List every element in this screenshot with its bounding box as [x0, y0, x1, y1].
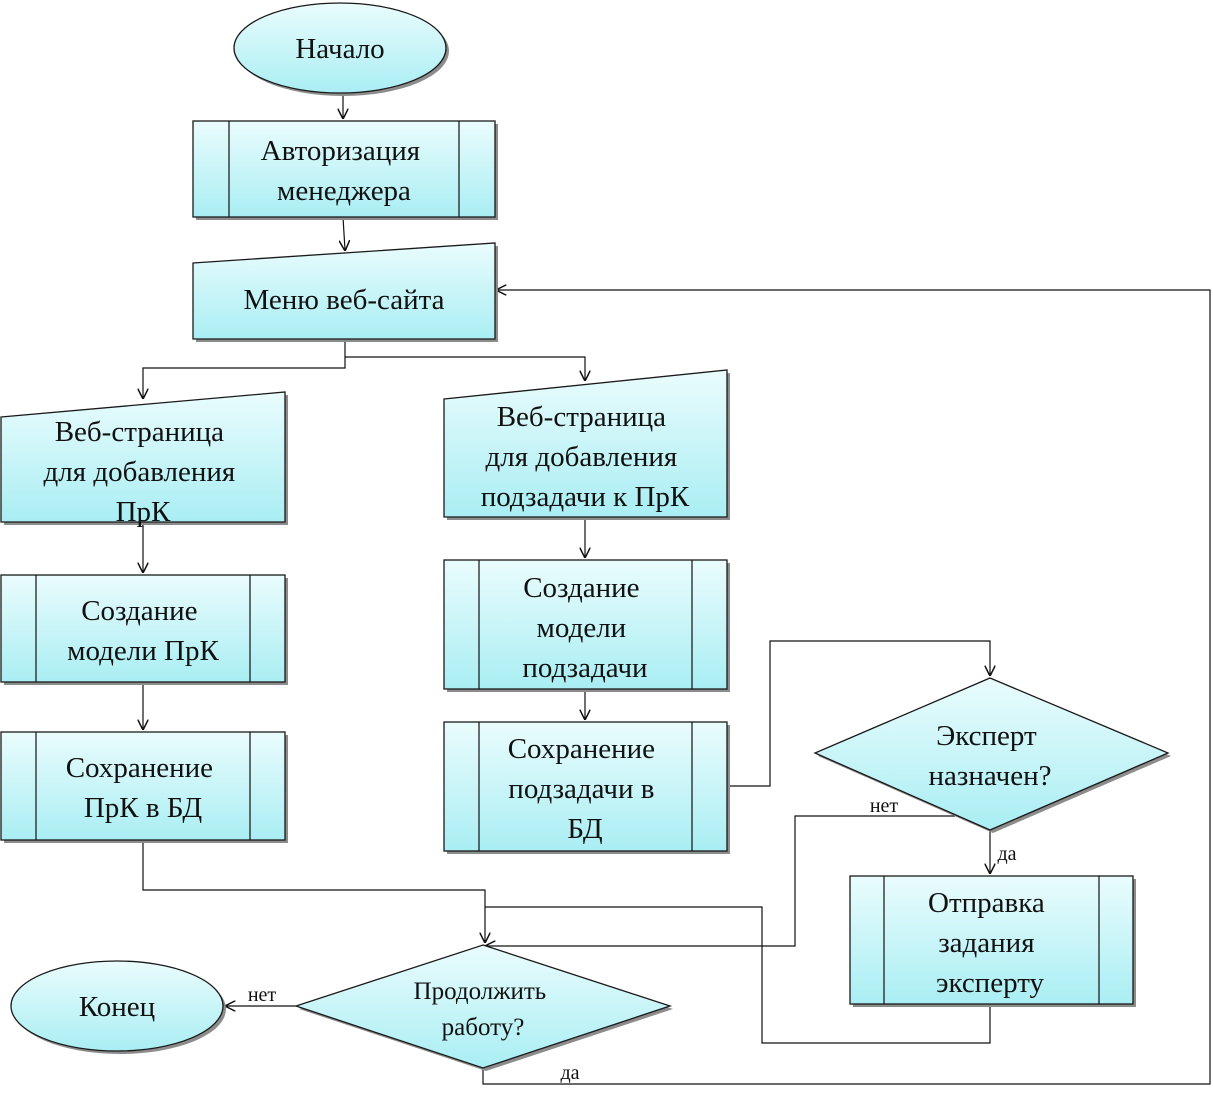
- end-node: Конец: [10, 960, 226, 1054]
- continue-decision-node: Продолжить работу?: [293, 944, 673, 1071]
- edge-send-continue: [485, 906, 991, 1044]
- edge-menu-page-prk: [143, 339, 346, 398]
- expert-yes-label: да: [997, 843, 1016, 865]
- menu-node: Меню веб-сайта: [192, 242, 498, 342]
- save-sub-label: Сохранение подзадачи в БД: [508, 733, 663, 845]
- continue-no-label: нет: [248, 984, 277, 1006]
- continue-decision-label: Продолжить работу?: [414, 978, 553, 1041]
- save-prk-node: Сохранение ПрК в БД: [0, 731, 288, 843]
- page-sub-node: Веб-страница для добавления подзадачи к …: [443, 369, 730, 520]
- menu-label: Меню веб-сайта: [243, 284, 444, 316]
- send-label: Отправка задания эксперту: [928, 887, 1052, 999]
- edge-auth-menu: [343, 216, 345, 250]
- auth-node: Авторизация менеджера: [192, 120, 498, 220]
- page-prk-label: Веб-страница для добавления ПрК: [44, 416, 243, 528]
- model-prk-label: Создание модели ПрК: [67, 595, 219, 667]
- end-label: Конец: [79, 991, 155, 1023]
- save-sub-node: Сохранение подзадачи в БД: [443, 721, 730, 854]
- continue-yes-label: да: [560, 1062, 579, 1084]
- start-label: Начало: [295, 33, 384, 65]
- start-node: Начало: [233, 2, 449, 96]
- send-node: Отправка задания эксперту: [849, 875, 1136, 1007]
- edge-labels: нет да нет да: [248, 795, 1017, 1084]
- edge-menu-page-sub: [345, 356, 585, 380]
- expert-decision-label: Эксперт назначен?: [929, 720, 1052, 792]
- expert-decision-node: Эксперт назначен?: [813, 677, 1171, 833]
- auth-label: Авторизация менеджера: [261, 135, 428, 207]
- edge-save-prk-continue: [142, 840, 485, 942]
- page-sub-label: Веб-страница для добавления подзадачи к …: [481, 401, 690, 513]
- model-sub-node: Создание модели подзадачи: [443, 559, 730, 692]
- model-prk-node: Создание модели ПрК: [0, 574, 288, 685]
- connectors: [142, 95, 1211, 1085]
- expert-no-label: нет: [870, 795, 899, 817]
- edge-expert-no-continue: [486, 815, 955, 946]
- edge-save-sub-expert: [727, 640, 990, 787]
- page-prk-node: Веб-страница для добавления ПрК: [0, 391, 288, 528]
- model-sub-label: Создание модели подзадачи: [522, 572, 647, 684]
- save-prk-label: Сохранение ПрК в БД: [66, 752, 221, 824]
- edge-continue-yes-menu: [482, 290, 1211, 1085]
